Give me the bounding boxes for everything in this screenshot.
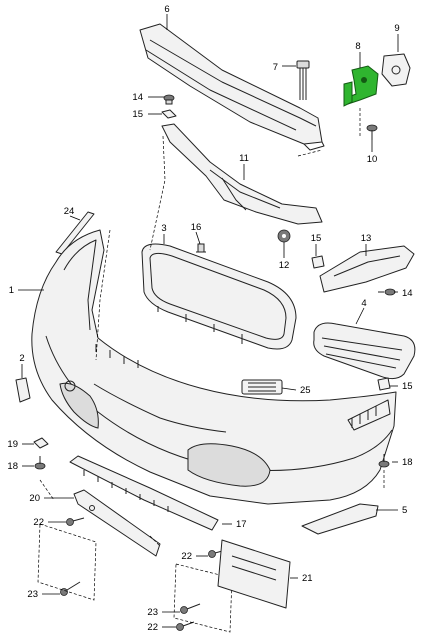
callout-3: 3 (161, 223, 166, 234)
callout-21: 21 (302, 573, 313, 584)
screw-22-a (66, 517, 85, 526)
callout-22-a: 22 (33, 517, 44, 528)
spoiler-lip-5 (301, 503, 379, 535)
callout-9: 9 (394, 23, 399, 34)
callout-5: 5 (402, 505, 407, 516)
clip-14-upper (163, 94, 175, 105)
assembly-lines (39, 108, 385, 547)
bracket-8-highlighted (343, 65, 379, 107)
callout-11: 11 (239, 153, 249, 164)
side-grille-4 (313, 322, 416, 380)
screw-18-left (34, 456, 46, 470)
nut-19 (33, 437, 49, 449)
callout-4: 4 (361, 298, 366, 309)
callout-6: 6 (164, 4, 169, 15)
callout-8: 8 (355, 41, 360, 52)
callout-20: 20 (29, 493, 40, 504)
leader-lines (18, 14, 399, 628)
screw-22-c (176, 621, 195, 631)
impact-beam (139, 23, 325, 151)
grommet-12 (277, 229, 291, 243)
callout-7: 7 (273, 62, 278, 73)
callout-16: 16 (191, 222, 202, 233)
plate-bracket-20 (73, 489, 161, 557)
screw-23-a (60, 581, 81, 596)
callout-17: 17 (236, 519, 247, 530)
badge-25 (241, 379, 283, 395)
callout-22-c: 22 (147, 622, 158, 633)
clip-16 (196, 243, 206, 253)
energy-absorber-11 (161, 123, 323, 225)
screw-14-right (378, 288, 396, 296)
mounting-plate-9 (381, 53, 411, 87)
callout-25: 25 (300, 385, 311, 396)
grille-frame-3 (141, 243, 297, 350)
callout-labels: 6 7 8 9 14 15 10 11 24 3 16 15 13 12 14 … (7, 4, 412, 633)
callout-12: 12 (279, 260, 290, 271)
screw-23-b (180, 603, 201, 614)
license-plate-holder-21 (217, 539, 291, 609)
bolt-7 (296, 60, 310, 100)
callout-23-b: 23 (147, 607, 158, 618)
license-plate-outline-right (173, 563, 233, 633)
nut-15-upper (161, 109, 177, 119)
callout-10: 10 (367, 154, 378, 165)
callout-13: 13 (361, 233, 372, 244)
side-guide-13 (319, 245, 415, 293)
lower-grille-17 (69, 455, 219, 531)
callout-14-right: 14 (402, 288, 413, 299)
callout-22-b: 22 (181, 551, 192, 562)
bumper-cover-1 (31, 229, 397, 505)
callout-15-lower: 15 (402, 381, 413, 392)
callout-15-mid: 15 (311, 233, 322, 244)
callout-2: 2 (19, 353, 24, 364)
tow-hook-cover-2 (15, 377, 31, 403)
callout-19: 19 (7, 439, 18, 450)
screw-10 (366, 124, 378, 140)
callout-15-upper: 15 (132, 109, 143, 120)
callout-18-left: 18 (7, 461, 18, 472)
callout-18-right: 18 (402, 457, 413, 468)
license-plate-outline-left (37, 523, 97, 601)
callout-1: 1 (9, 285, 14, 296)
clip-15-lower (377, 377, 391, 391)
clip-15-mid (311, 255, 325, 269)
callout-14-upper: 14 (132, 92, 143, 103)
screw-18-right (378, 454, 390, 468)
callout-24: 24 (64, 206, 75, 217)
callout-23-a: 23 (27, 589, 38, 600)
